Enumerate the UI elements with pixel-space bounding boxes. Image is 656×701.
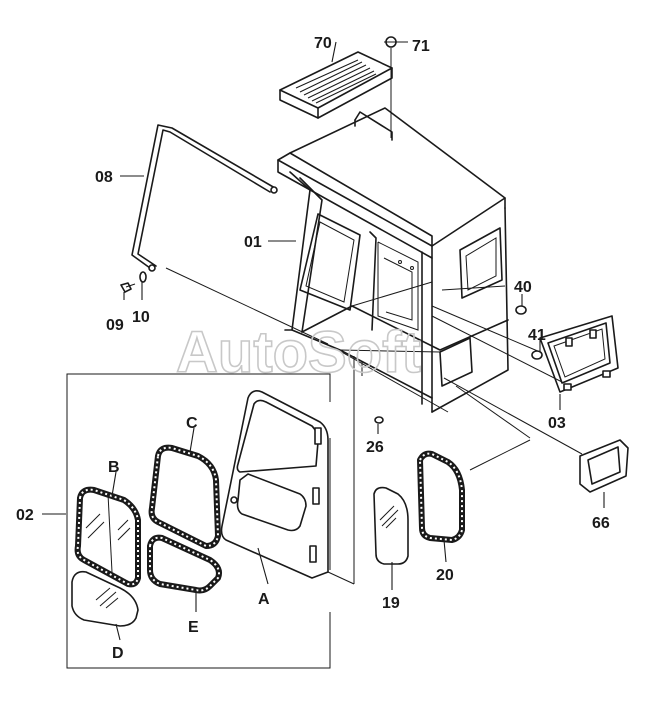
label-40: 40 bbox=[514, 279, 532, 296]
label-a: A bbox=[258, 591, 270, 608]
label-e: E bbox=[188, 619, 199, 636]
part-09-bolt bbox=[120, 282, 136, 293]
part-20-window-seal bbox=[417, 450, 465, 543]
label-d: D bbox=[112, 645, 124, 662]
part-a-door-frame bbox=[220, 390, 331, 579]
part-e-lower-seal bbox=[147, 534, 222, 594]
label-02: 02 bbox=[16, 507, 34, 524]
label-10: 10 bbox=[132, 309, 150, 326]
part-d-lower-glass bbox=[71, 570, 139, 627]
label-03: 03 bbox=[548, 415, 566, 432]
part-70-roof-cover bbox=[279, 51, 393, 119]
part-66-seal bbox=[579, 439, 629, 493]
label-leaders bbox=[42, 41, 605, 641]
label-19: 19 bbox=[382, 595, 400, 612]
part-40-bolt bbox=[515, 305, 527, 315]
part-03-window-panel bbox=[539, 315, 619, 393]
part-71-bolt bbox=[385, 36, 397, 138]
label-c: C bbox=[186, 415, 198, 432]
label-01: 01 bbox=[244, 234, 262, 251]
label-08: 08 bbox=[95, 169, 113, 186]
label-70: 70 bbox=[314, 35, 332, 52]
watermark: AutoSoft bbox=[176, 320, 421, 385]
part-labels: 70 71 08 01 40 41 09 10 03 26 66 02 A B … bbox=[16, 35, 610, 662]
part-41-grommet bbox=[531, 350, 543, 360]
part-02-door-assembly bbox=[66, 373, 331, 669]
part-10-washer bbox=[139, 271, 147, 283]
part-b-glass-with-seal bbox=[74, 486, 141, 588]
label-66: 66 bbox=[592, 515, 610, 532]
label-b: B bbox=[108, 459, 120, 476]
label-09: 09 bbox=[106, 317, 124, 334]
part-c-upper-seal bbox=[148, 444, 221, 549]
label-41: 41 bbox=[528, 327, 546, 344]
label-20: 20 bbox=[436, 567, 454, 584]
assembly-lines bbox=[165, 267, 583, 585]
part-01-cab-frame bbox=[277, 107, 509, 413]
label-26: 26 bbox=[366, 439, 384, 456]
label-71: 71 bbox=[412, 38, 430, 55]
part-19-window-glass bbox=[373, 486, 409, 565]
part-08-handrail bbox=[131, 124, 278, 272]
part-26-screw bbox=[374, 416, 384, 424]
